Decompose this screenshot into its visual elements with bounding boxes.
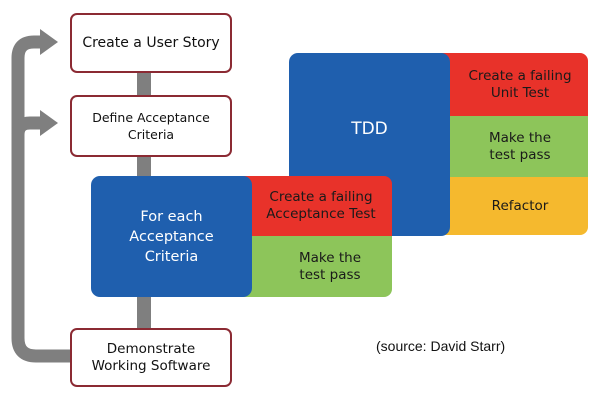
- demonstrate-software-box: Demonstrate Working Software: [70, 328, 232, 387]
- loop-back-arrow: [11, 35, 72, 363]
- create-user-story-box: Create a User Story: [70, 13, 232, 73]
- tdd-step-failing-unit-test: Create a failing Unit Test: [430, 53, 588, 116]
- atdd-step-make-pass: Make the test pass: [238, 236, 392, 297]
- arrowhead-to-acceptance: [40, 110, 58, 136]
- define-acceptance-criteria-box: Define Acceptance Criteria: [70, 95, 232, 157]
- loop-branch-arrow: [11, 116, 42, 136]
- acceptance-criteria-box: For each Acceptance Criteria: [91, 176, 252, 297]
- atdd-step-failing-acceptance-test: Create a failing Acceptance Test: [238, 176, 392, 236]
- source-caption: (source: David Starr): [376, 338, 506, 354]
- tdd-step-make-pass: Make the test pass: [430, 116, 588, 177]
- arrowhead-to-story: [40, 29, 58, 55]
- tdd-step-refactor: Refactor: [430, 177, 588, 235]
